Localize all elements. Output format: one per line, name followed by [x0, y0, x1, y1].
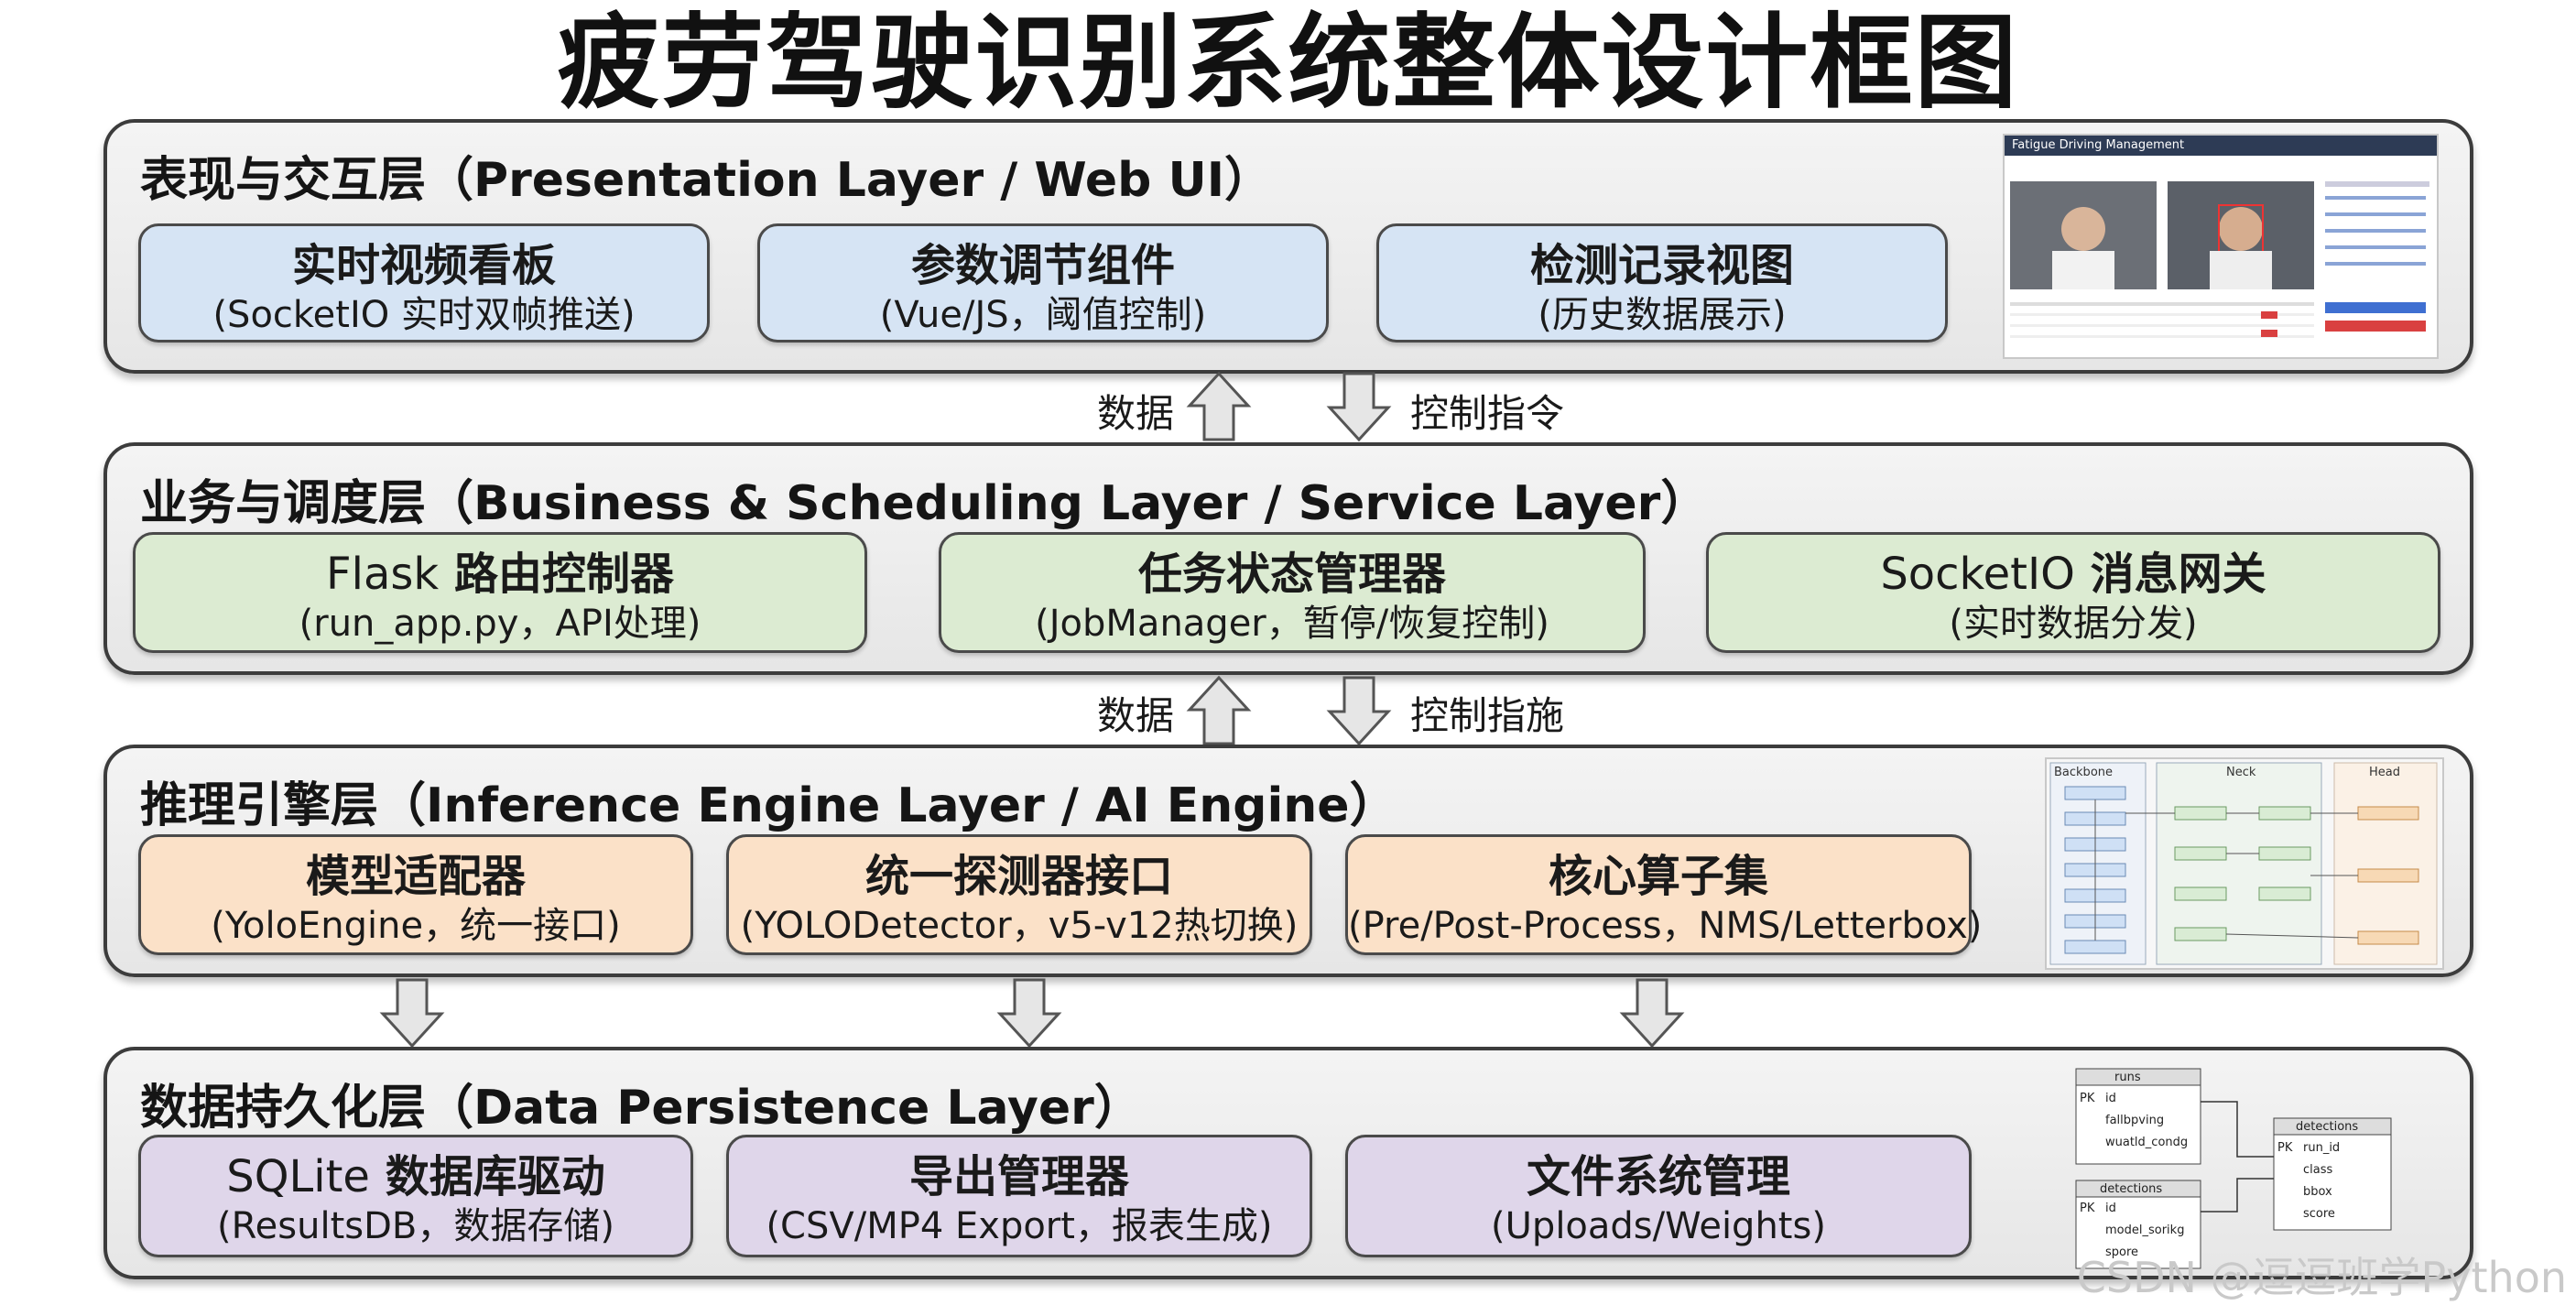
db-field: model_sorikg: [2105, 1224, 2184, 1237]
module-subtitle: (SocketIO 实时双帧推送): [212, 294, 636, 336]
network-architecture-graphic: Backbone Neck Head: [2049, 762, 2438, 965]
backbone-label: Backbone: [2054, 766, 2113, 779]
watermark: CSDN @逗逗班学Python: [2076, 1253, 2567, 1302]
down-arrow-icon: [1326, 676, 1392, 746]
db-field: spore: [2105, 1245, 2138, 1259]
module-title-text: 数据库驱动: [385, 1151, 605, 1202]
presentation-layer: 表现与交互层（Presentation Layer / Web UI） 实时视频…: [103, 119, 2473, 374]
module-subtitle: (实时数据分发): [1949, 603, 2198, 645]
module-title: 任务状态管理器: [1137, 549, 1446, 600]
down-arrow-icon: [1619, 978, 1685, 1049]
db-field: class: [2303, 1163, 2332, 1177]
inference-layer-title: 推理引擎层（Inference Engine Layer / AI Engine…: [140, 778, 1397, 833]
module-subtitle: (CSV/MP4 Export，报表生成): [766, 1205, 1273, 1247]
file-system-manager-box: 文件系统管理 (Uploads/Weights): [1345, 1135, 1972, 1257]
socketio-gateway-box: SocketIO 消息网关 (实时数据分发): [1706, 532, 2440, 653]
flask-route-controller-box: Flask 路由控制器 (run_app.py，API处理): [133, 532, 867, 653]
neck-label: Neck: [2226, 766, 2256, 779]
business-layer-title: 业务与调度层（Business & Scheduling Layer / Ser…: [140, 476, 1709, 531]
module-title: 实时视频看板: [291, 240, 556, 291]
thumb-header: Fatigue Driving Management: [2005, 136, 2437, 156]
module-subtitle: (run_app.py，API处理): [299, 603, 701, 645]
module-title-prefix: SocketIO: [1880, 549, 2075, 600]
db-field: bbox: [2303, 1185, 2332, 1199]
module-subtitle: (Vue/JS，阈值控制): [879, 294, 1207, 336]
module-subtitle: (YoloEngine，统一接口): [211, 905, 621, 947]
db-field: run_id: [2303, 1141, 2340, 1155]
module-subtitle: (历史数据展示): [1538, 294, 1787, 336]
db-table-name: detections: [2296, 1120, 2358, 1134]
db-table-name: runs: [2114, 1071, 2141, 1084]
module-title: SocketIO 消息网关: [1709, 548, 2438, 601]
realtime-video-board-box: 实时视频看板 (SocketIO 实时双帧推送): [138, 223, 710, 343]
up-arrow-icon: [1186, 675, 1252, 745]
module-title: 文件系统管理: [1526, 1151, 1790, 1202]
module-title: 参数调节组件: [910, 240, 1175, 291]
diagram-title: 疲劳驾驶识别系统整体设计框图: [557, 4, 2019, 123]
db-field: score: [2303, 1207, 2335, 1221]
module-subtitle: (YOLODetector，v5-v12热切换): [740, 905, 1299, 947]
unified-detector-box: 统一探测器接口 (YOLODetector，v5-v12热切换): [726, 834, 1312, 955]
module-title: 检测记录视图: [1529, 240, 1794, 291]
web-ui-thumb-graphic: [2010, 181, 2429, 338]
persistence-layer-title: 数据持久化层（Data Persistence Layer）: [140, 1081, 1142, 1136]
presentation-layer-title: 表现与交互层（Presentation Layer / Web UI）: [140, 153, 1273, 208]
module-title-prefix: SQLite: [226, 1151, 370, 1202]
db-schema-thumbnail: runs PK id fallbpving wuatld_condg detec…: [2072, 1065, 2402, 1272]
db-field: fallbpving: [2105, 1114, 2164, 1127]
module-subtitle: (Uploads/Weights): [1491, 1205, 1826, 1247]
module-title: 统一探测器接口: [864, 851, 1173, 902]
up-arrow-icon: [1186, 371, 1252, 441]
param-control-box: 参数调节组件 (Vue/JS，阈值控制): [757, 223, 1329, 343]
db-field: id: [2105, 1092, 2116, 1105]
db-key: PK: [2080, 1202, 2095, 1215]
module-title-text: 消息网关: [2090, 549, 2266, 600]
network-architecture-thumbnail: Backbone Neck Head: [2045, 757, 2444, 970]
module-title: 核心算子集: [1548, 851, 1768, 902]
module-subtitle: (Pre/Post-Process，NMS/Letterbox): [1348, 905, 1983, 947]
db-schema-graphic: runs PK id fallbpving wuatld_condg detec…: [2075, 1068, 2392, 1269]
control-command-label-2: 控制指施: [1410, 693, 1565, 738]
head-label: Head: [2369, 766, 2400, 779]
down-arrow-icon: [996, 978, 1062, 1049]
db-field: id: [2105, 1202, 2116, 1215]
module-title: 模型适配器: [305, 851, 526, 902]
module-title-text: 路由控制器: [453, 549, 674, 600]
control-command-label-1: 控制指令: [1410, 391, 1565, 436]
module-title: 导出管理器: [908, 1151, 1129, 1202]
down-arrow-icon: [1326, 372, 1392, 442]
export-manager-box: 导出管理器 (CSV/MP4 Export，报表生成): [726, 1135, 1312, 1257]
down-arrow-icon: [379, 978, 445, 1049]
sqlite-driver-box: SQLite 数据库驱动 (ResultsDB，数据存储): [138, 1135, 693, 1257]
job-state-manager-box: 任务状态管理器 (JobManager，暂停/恢复控制): [939, 532, 1646, 653]
web-ui-screenshot-thumbnail: Fatigue Driving Management: [2003, 134, 2439, 359]
detection-record-view-box: 检测记录视图 (历史数据展示): [1376, 223, 1948, 343]
db-field: wuatld_condg: [2105, 1136, 2188, 1149]
db-key: PK: [2277, 1141, 2293, 1155]
persistence-layer: 数据持久化层（Data Persistence Layer） SQLite 数据…: [103, 1047, 2473, 1279]
db-table-name: detections: [2100, 1182, 2162, 1196]
module-title: SQLite 数据库驱动: [141, 1150, 690, 1203]
module-title-prefix: Flask: [326, 549, 440, 600]
core-operators-box: 核心算子集 (Pre/Post-Process，NMS/Letterbox): [1345, 834, 1983, 955]
business-layer: 业务与调度层（Business & Scheduling Layer / Ser…: [103, 442, 2473, 675]
data-up-label-2: 数据: [1097, 693, 1175, 738]
db-key: PK: [2080, 1092, 2095, 1105]
module-subtitle: (JobManager，暂停/恢复控制): [1035, 603, 1549, 645]
model-adapter-box: 模型适配器 (YoloEngine，统一接口): [138, 834, 693, 955]
module-title: Flask 路由控制器: [136, 548, 864, 601]
inference-layer: 推理引擎层（Inference Engine Layer / AI Engine…: [103, 745, 2473, 977]
module-subtitle: (ResultsDB，数据存储): [217, 1205, 614, 1247]
data-up-label-1: 数据: [1097, 391, 1175, 436]
